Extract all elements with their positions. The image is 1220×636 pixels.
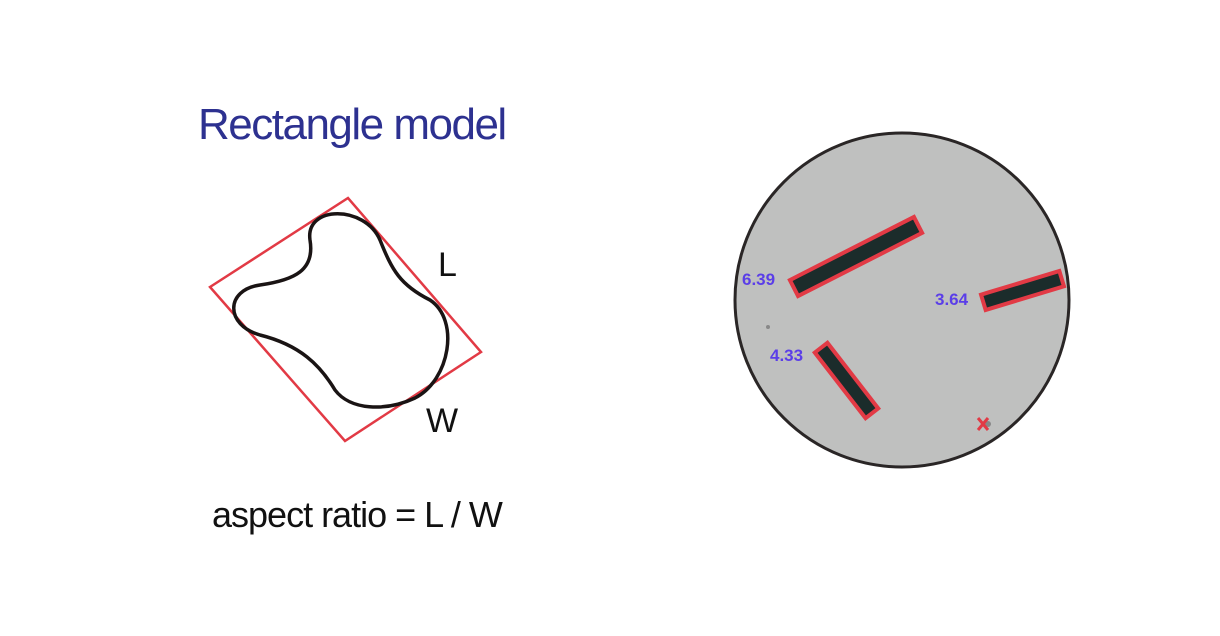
rectangle-model-illustration — [208, 196, 483, 443]
particle-label-3: 4.33 — [770, 346, 803, 365]
width-label: W — [426, 402, 459, 440]
length-label: L — [438, 246, 457, 284]
bounding-rectangle — [208, 196, 483, 443]
particle-label-1: 6.39 — [742, 270, 775, 289]
x-marker-icon — [976, 417, 990, 431]
particle-2 — [978, 268, 1067, 313]
petri-dish: 6.39 3.64 4.33 — [733, 131, 1071, 469]
diagram-title: Rectangle model — [198, 100, 507, 149]
particle-label-2: 3.64 — [935, 290, 969, 309]
particle-outline — [232, 212, 450, 409]
particle-1 — [787, 214, 925, 299]
aspect-ratio-formula: aspect ratio = L / W — [212, 494, 503, 535]
particle-3 — [811, 339, 882, 422]
